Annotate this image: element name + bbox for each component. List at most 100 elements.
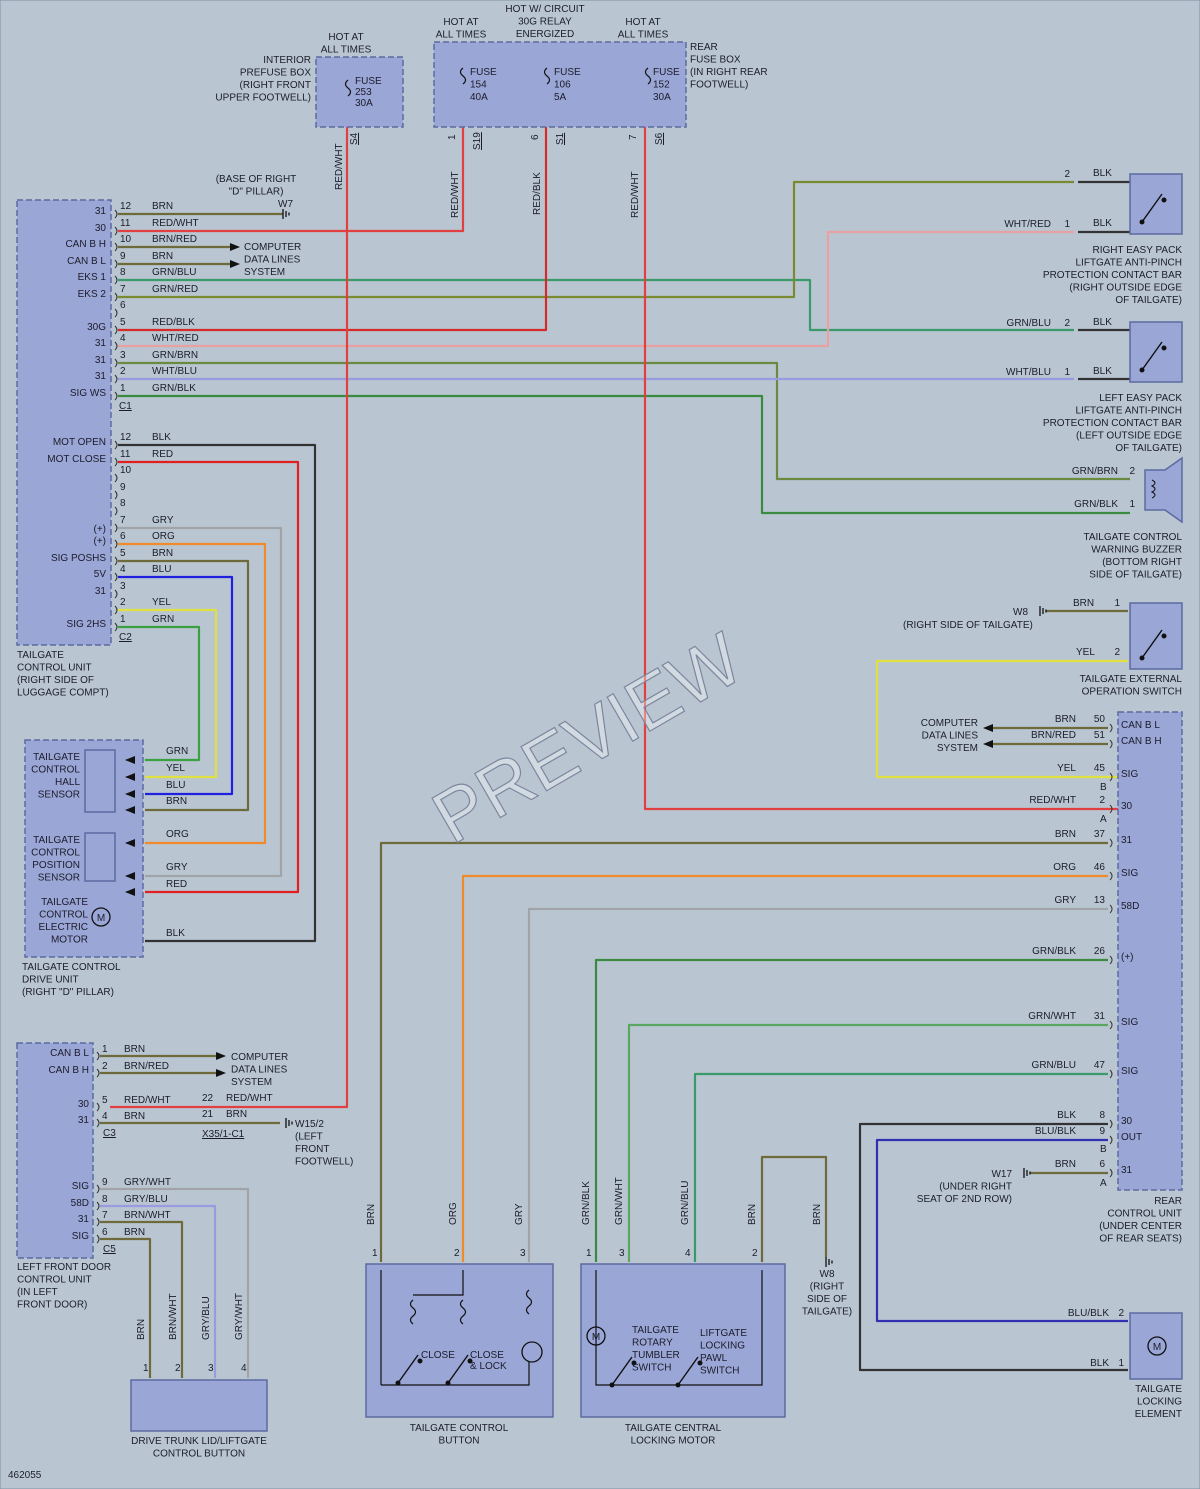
pin-num: 9 (102, 1177, 108, 1188)
pin-num: 12 (120, 201, 132, 212)
wire-label: GRY (514, 1203, 525, 1225)
hot-label: 30G RELAY (518, 17, 572, 28)
pin-num: 31 (1094, 1011, 1106, 1022)
connector-pin (114, 589, 118, 599)
splice-label: S6 (654, 132, 665, 145)
wire-label: BLK (166, 928, 185, 939)
connector-label: A (1100, 1178, 1107, 1189)
fuse-box-label: (RIGHT FRONT (240, 80, 311, 91)
arrow-icon (125, 872, 135, 880)
component-label: POSITION (32, 860, 80, 871)
connector-pin (114, 506, 118, 516)
cdl-label: DATA LINES (244, 255, 301, 266)
ground-label: W8 (1013, 607, 1028, 618)
wire-red-wht (643, 127, 1118, 811)
wire-brn (379, 841, 1108, 1262)
tcu-pin-label: 31 (95, 586, 107, 597)
pin-num: 8 (120, 498, 126, 509)
component-label: OF REAR SEATS) (1099, 1234, 1182, 1245)
wire-red-blk (118, 127, 548, 332)
wire-label: GRN/WHT (1028, 1011, 1076, 1022)
connector-pin (114, 605, 118, 615)
component-label: TAILGATE (1135, 1384, 1182, 1395)
pin-num: 13 (1094, 895, 1106, 906)
component-label: LUGGAGE COMPT) (17, 688, 109, 699)
connector-label: C3 (103, 1128, 116, 1139)
wire-label: GRY (1055, 895, 1077, 906)
wire-label: ORG (166, 829, 189, 840)
diagram-id: 462055 (8, 1470, 42, 1481)
pin-num: 10 (120, 465, 132, 476)
wire-label: GRN/BLK (1032, 946, 1076, 957)
connector-pin (96, 1051, 100, 1061)
wire-label: BRN/WHT (168, 1293, 179, 1340)
pin-num: 1 (1129, 499, 1135, 510)
resistor-icon (380, 1270, 533, 1385)
arrow-icon (125, 756, 135, 764)
wire-label: BRN (1055, 714, 1076, 725)
connector-pin (96, 1201, 100, 1211)
wire-label: BLK (152, 432, 171, 443)
component-label: DRIVE UNIT (22, 975, 79, 986)
component-label: TAILGATE CENTRAL (625, 1423, 722, 1434)
pin-num: 3 (208, 1363, 214, 1374)
wire-label: BRN/RED (152, 234, 197, 245)
pin-num: 6 (102, 1227, 108, 1238)
wire-blu-blk (875, 1138, 1128, 1323)
wire-label: RED (166, 879, 187, 890)
ground-icon (285, 1118, 293, 1128)
connector-pin (1109, 838, 1113, 848)
switch-icon (467, 1358, 473, 1364)
splice-label: S19 (472, 132, 483, 150)
pin-num: 3 (619, 1248, 625, 1259)
wire-label: BLK (1093, 218, 1112, 229)
component-label: CONTROL BUTTON (153, 1449, 245, 1460)
pin-num: 4 (102, 1111, 108, 1122)
ground-label: W15/2 (295, 1119, 324, 1130)
close-lock-switch-icon (445, 1354, 473, 1386)
component-label: TAILGATE (33, 835, 80, 846)
wire-org (461, 874, 1108, 1262)
arrow-icon (125, 773, 135, 781)
connector-pin (114, 473, 118, 483)
hot-label: HOT W/ CIRCUIT (505, 4, 584, 15)
wire-org (118, 542, 267, 845)
tailgate-locking-element (1129, 1312, 1183, 1380)
motor-letter: M (1153, 1342, 1161, 1353)
ground-label: (BASE OF RIGHT (216, 174, 297, 185)
fuse-253-icon (344, 79, 352, 97)
pin-num: 8 (102, 1194, 108, 1205)
pin-num: 1 (143, 1363, 149, 1374)
connector-pin (114, 292, 118, 302)
wire-blu (118, 575, 234, 796)
tcu-pin-label: SIG WS (70, 388, 106, 399)
switch-label: SWITCH (700, 1366, 739, 1377)
wire-label: RED/WHT (226, 1093, 273, 1104)
wire-label: GRN/BRN (1072, 466, 1118, 477)
connector-pin (114, 572, 118, 582)
rcu-pin-label: SIG (1121, 1017, 1138, 1028)
connector-label: C5 (103, 1244, 116, 1255)
arrow-icon (230, 260, 240, 268)
pin-num: 3 (520, 1248, 526, 1259)
switch-icon (1161, 197, 1167, 203)
motor-ground-bus (595, 1270, 763, 1386)
component-label: (UNDER CENTER (1099, 1221, 1182, 1232)
component-label: OPERATION SWITCH (1082, 687, 1182, 698)
wire-label: GRN/BLU (1032, 1060, 1076, 1071)
connector-pin (114, 391, 118, 401)
wire-label: BRN (152, 548, 173, 559)
fuse-label: 154 (470, 80, 487, 91)
left-easy-pack (1129, 321, 1183, 383)
wire-label: GRN/BRN (152, 350, 198, 361)
switch-icon (397, 1354, 419, 1384)
component-label: TAILGATE (17, 650, 64, 661)
wire-label: GRY/BLU (124, 1194, 168, 1205)
connector-pin (1109, 804, 1113, 814)
rcu-pin-label: 31 (1121, 835, 1133, 846)
wire-label: RED/BLK (532, 172, 543, 215)
tcu-pin-label: 5V (94, 569, 107, 580)
wire-layer (100, 127, 1130, 1378)
pin-num: 5 (102, 1095, 108, 1106)
fuse-box-label: UPPER FOOTWELL) (215, 93, 311, 104)
